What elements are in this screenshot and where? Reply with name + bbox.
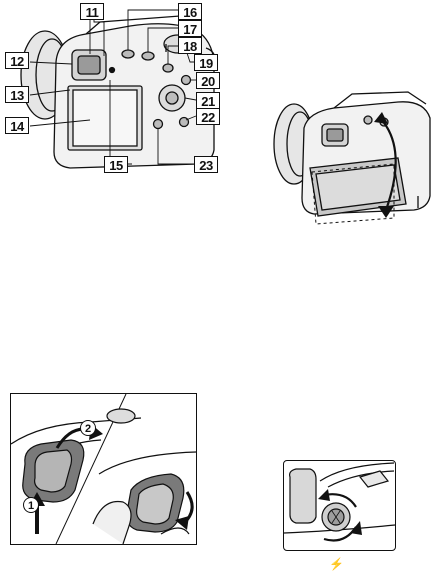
eyecup-step-1-marker: 1 [23, 497, 39, 513]
tilt-monitor-figure [268, 88, 436, 228]
callout-12: 12 [5, 52, 29, 69]
eyecup-attach-figure [10, 393, 197, 545]
callout-20: 20 [196, 72, 220, 89]
callout-11: 11 [80, 3, 104, 20]
callout-13: 13 [5, 86, 29, 103]
eyecup-attach-drawing [11, 394, 196, 544]
callout-15: 15 [104, 156, 128, 173]
callout-18: 18 [178, 37, 202, 54]
callout-14: 14 [5, 117, 29, 134]
callout-23: 23 [194, 156, 218, 173]
callout-19: 19 [194, 54, 218, 71]
diopter-dial-drawing [284, 461, 395, 550]
callout-22: 22 [196, 108, 220, 125]
eyecup-step-2-marker: 2 [80, 420, 96, 436]
callout-17: 17 [178, 20, 202, 37]
callout-16: 16 [178, 3, 202, 20]
tilt-monitor-drawing [268, 88, 436, 228]
flash-icon: ⚡ [329, 557, 344, 571]
callout-21: 21 [196, 92, 220, 109]
diopter-dial-figure [283, 460, 396, 551]
